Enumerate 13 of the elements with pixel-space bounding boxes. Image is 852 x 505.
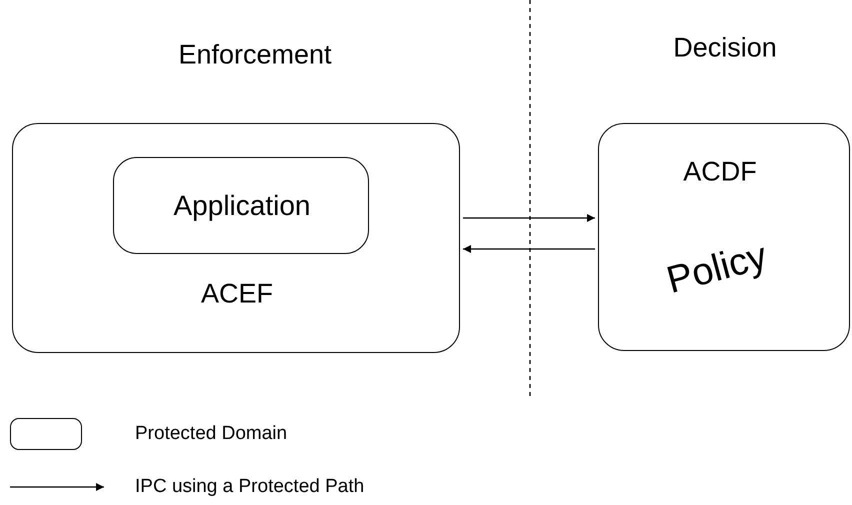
column-heading: Enforcement	[178, 40, 332, 70]
node-label: Application	[174, 190, 310, 222]
arrow	[463, 214, 595, 222]
domain-box	[598, 123, 850, 351]
legend-text: IPC using a Protected Path	[135, 476, 364, 498]
node-label: Policy	[662, 235, 772, 303]
legend-text: Protected Domain	[135, 423, 288, 445]
domain-box	[12, 123, 460, 353]
column-heading: Decision	[673, 32, 777, 64]
node-label: ACEF	[201, 278, 273, 310]
node-label: ACDF	[683, 156, 757, 188]
arrow	[463, 245, 595, 253]
inner-domain-box	[113, 157, 369, 254]
